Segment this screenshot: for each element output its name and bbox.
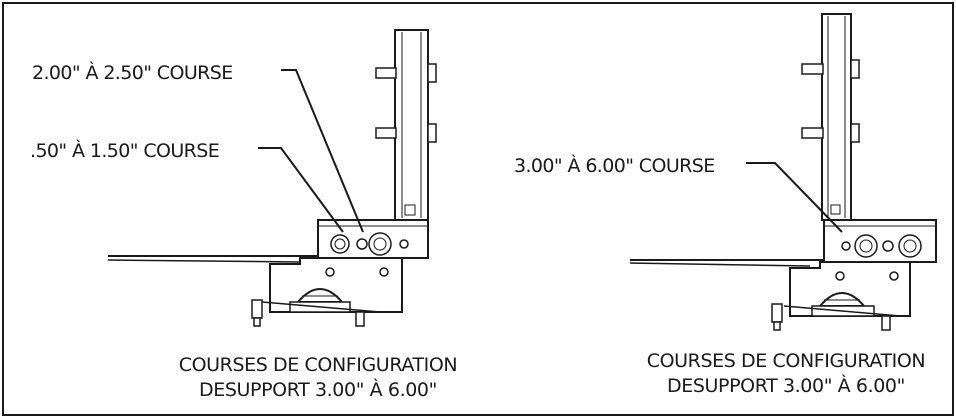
right-caption-line1: COURSES DE CONFIGURATION [647, 350, 926, 372]
right-caption-line2: DESUPPORT 3.00" À 6.00" [667, 374, 905, 397]
left-caption-line1: COURSES DE CONFIGURATION [179, 354, 458, 376]
left-callout-lower: .50" À 1.50" COURSE [30, 139, 219, 162]
right-callout: 3.00" À 6.00" COURSE [514, 154, 715, 177]
right-leader-line [746, 162, 843, 233]
left-caption-line2: DESUPPORT 3.00" À 6.00" [199, 378, 437, 401]
left-callout-upper: 2.00" À 2.50" COURSE [32, 61, 233, 84]
left-assembly-drawing [107, 29, 437, 327]
right-assembly-drawing [629, 13, 937, 331]
left-leader-lines [258, 69, 364, 233]
